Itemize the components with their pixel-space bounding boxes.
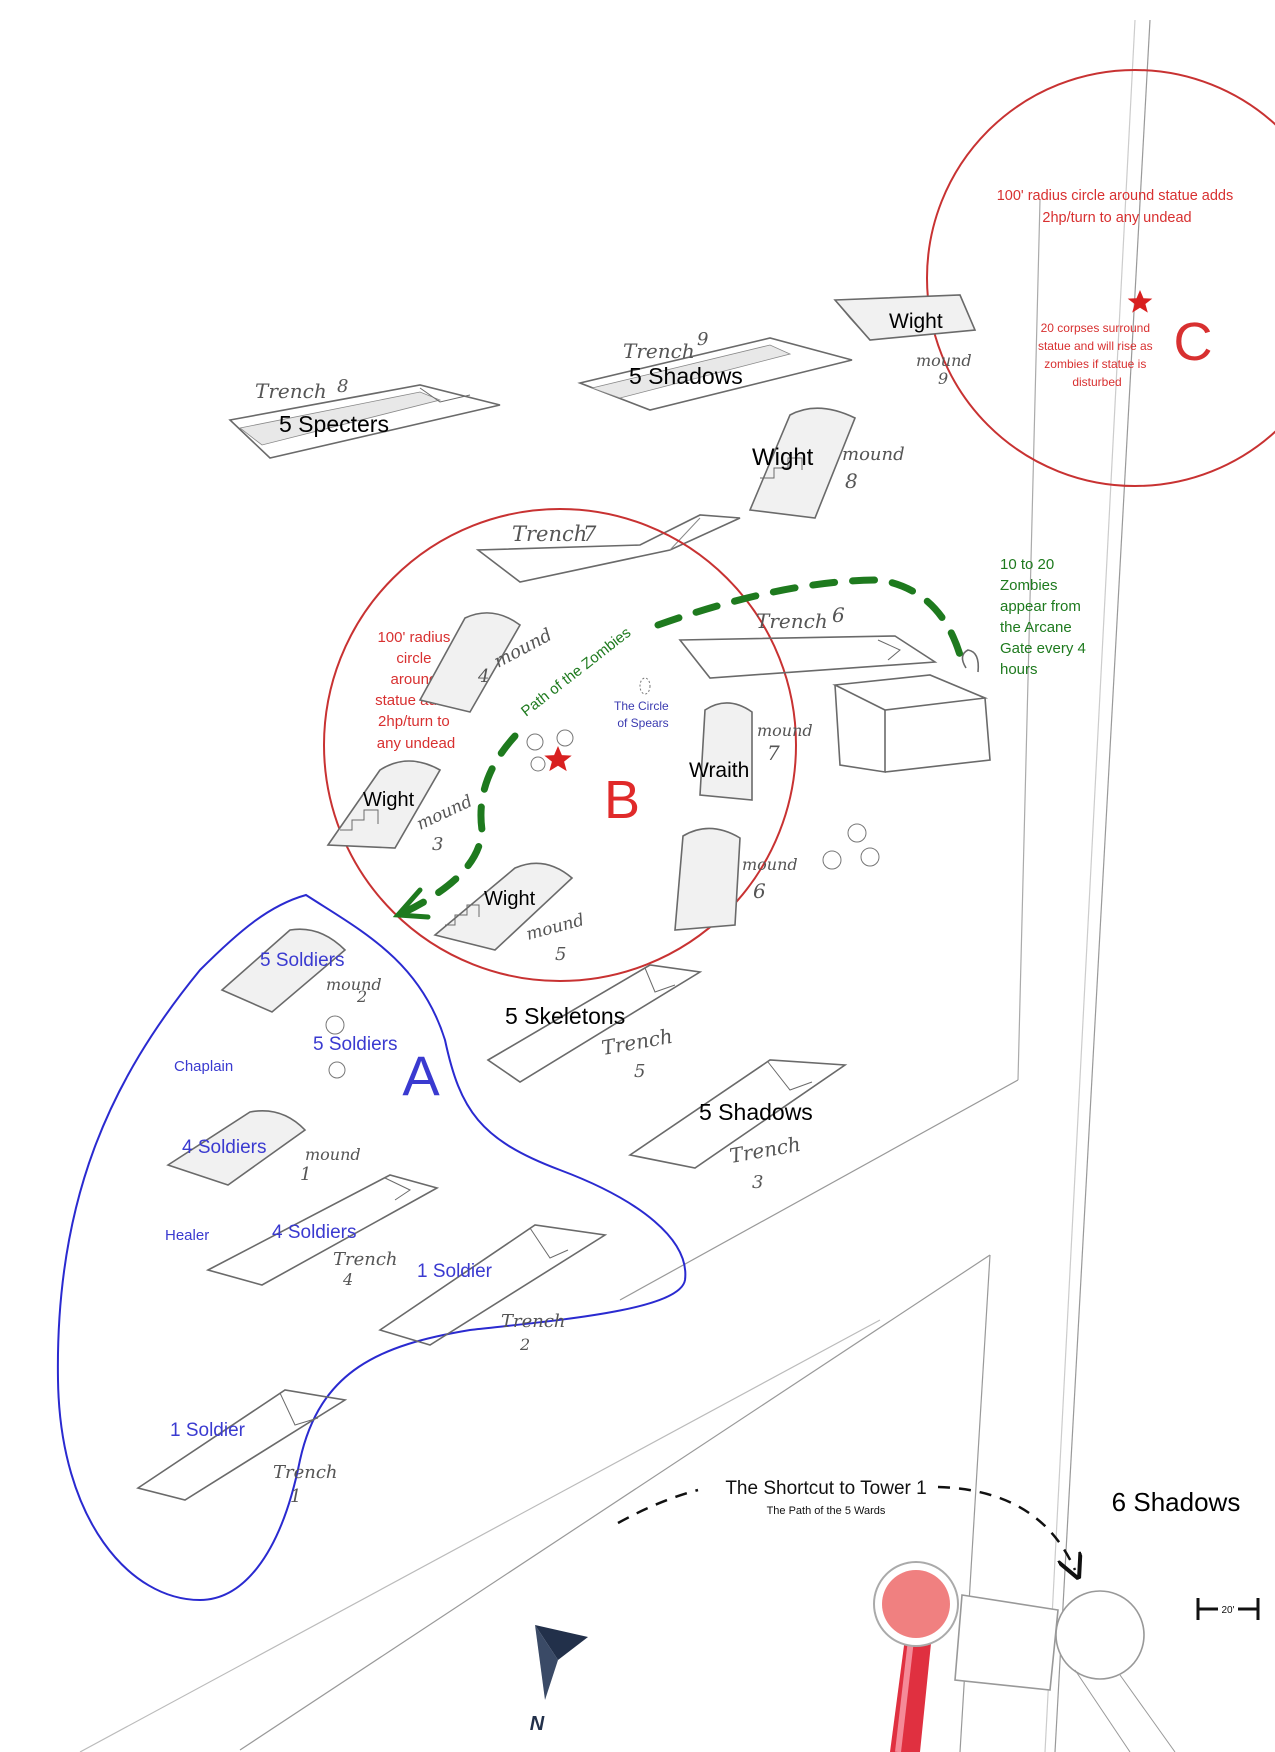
trench-9: Trench 9 5 Shadows	[577, 329, 853, 411]
mound-6: mound 6	[674, 827, 798, 931]
chaplain-label: Chaplain	[174, 1058, 233, 1075]
trench-6-label: Trench	[756, 609, 828, 633]
mound-2-number: 2	[356, 987, 367, 1006]
compass-label: N	[530, 1713, 545, 1735]
zombies-spawn-note: 10 to 20 Zombies appear from the Arcane …	[1000, 556, 1090, 678]
trench-8-number: 8	[337, 376, 348, 397]
statue-star-b	[544, 746, 572, 772]
zone-a-boundary	[56, 893, 687, 1602]
shield-markers	[325, 1015, 346, 1079]
mound-8: Wight mound 8	[748, 407, 905, 519]
trench-3-number: 3	[752, 1172, 763, 1193]
mound-1: 4 Soldiers mound 1	[166, 1110, 361, 1186]
mound-6-label: mound	[742, 855, 798, 874]
mound-5-label: mound	[524, 910, 586, 945]
zombie-path-top	[654, 576, 964, 659]
extra-soldiers-label: 5 Soldiers	[313, 1034, 398, 1055]
trench-1-occupants: 1 Soldier	[170, 1420, 246, 1441]
compass-icon	[535, 1625, 588, 1700]
zone-b-circle	[323, 508, 797, 982]
tower-shadows-label: 6 Shadows	[1112, 1487, 1241, 1517]
zone-c-circle	[926, 69, 1275, 487]
mound-8-occupants: Wight	[752, 444, 814, 471]
arcane-gate-building	[832, 649, 991, 773]
trench-2-occupants: 1 Soldier	[417, 1261, 493, 1282]
mound-7-label: mound	[757, 721, 813, 740]
trench-4-label: Trench	[333, 1249, 398, 1270]
zombie-path-arrowhead-icon	[392, 887, 431, 920]
mound-9-occupants: Wight	[889, 310, 943, 333]
trench-8: Trench 8 5 Specters	[228, 376, 501, 459]
mound-3-number: 3	[432, 834, 443, 855]
trench-8-label: Trench	[255, 379, 327, 403]
zone-c-corpses-note: 20 corpses surround statue and will rise…	[1038, 321, 1156, 389]
mound-2-occupants: 5 Soldiers	[260, 950, 345, 971]
trench-5: 5 Skeletons Trench 5	[486, 964, 703, 1083]
trench-1: 1 Soldier Trench 1	[136, 1389, 348, 1507]
mound-8-label: mound	[842, 444, 905, 465]
rubble-stones-east	[822, 823, 880, 870]
rubble-stones	[526, 729, 574, 772]
trench-6-number: 6	[832, 603, 845, 627]
mound-3-occupants: Wight	[363, 789, 415, 811]
scale-bar-label: 20'	[1221, 1605, 1234, 1616]
mound-5-occupants: Wight	[484, 888, 536, 910]
mound-9: Wight mound 9	[833, 294, 977, 388]
mound-1-label: mound	[305, 1145, 361, 1164]
trench-5-label: Trench	[600, 1024, 675, 1060]
zone-a-letter: A	[402, 1044, 440, 1107]
mound-5-number: 5	[555, 944, 566, 965]
trench-3-occupants: 5 Shadows	[699, 1099, 813, 1125]
mound-2-label: mound	[326, 975, 382, 994]
trench-7: Trench 7	[475, 514, 741, 583]
mound-9-number: 9	[938, 369, 948, 388]
trench-4: 4 Soldiers Trench 4	[205, 1174, 440, 1289]
shortcut-path-left	[617, 1488, 699, 1525]
mound-9-label: mound	[916, 351, 972, 370]
mound-4-number: 4	[477, 666, 489, 687]
spear-ring-icon	[639, 677, 651, 695]
shortcut-subtitle: The Path of the 5 Wards	[767, 1505, 886, 1517]
trench-4-number: 4	[342, 1270, 353, 1289]
trench-2-label: Trench	[501, 1311, 566, 1332]
mound-7-occupants: Wraith	[689, 759, 749, 782]
tower-1-room	[1055, 1590, 1145, 1680]
trench-7-label: Trench	[512, 522, 587, 546]
zone-c-note: 100' radius circle around statue adds 2h…	[997, 188, 1238, 226]
trench-5-occupants: 5 Skeletons	[505, 1003, 625, 1029]
trench-3: 5 Shadows Trench 3	[627, 1059, 848, 1193]
trench-8-occupants: 5 Specters	[279, 411, 389, 437]
mound-1-number: 1	[300, 1164, 311, 1185]
mound-7-number: 7	[767, 741, 780, 765]
mound-1-occupants: 4 Soldiers	[182, 1137, 267, 1158]
trench-4-occupants: 4 Soldiers	[272, 1222, 357, 1243]
trench-1-number: 1	[290, 1486, 301, 1507]
zone-b-letter: B	[604, 770, 640, 830]
trench-9-label: Trench	[623, 339, 695, 363]
trench-2-number: 2	[519, 1335, 530, 1354]
mound-8-number: 8	[845, 469, 858, 493]
healer-label: Healer	[165, 1227, 209, 1244]
shortcut-path-right	[937, 1485, 1075, 1570]
trench-2: 1 Soldier Trench 2	[378, 1224, 608, 1354]
trench-9-occupants: 5 Shadows	[629, 363, 743, 389]
shortcut-title: The Shortcut to Tower 1	[725, 1478, 926, 1499]
circle-of-spears-label: The Circle of Spears	[614, 699, 672, 730]
trench-9-number: 9	[697, 329, 708, 350]
mound-7: Wraith mound 7	[689, 702, 813, 801]
trench-1-label: Trench	[273, 1462, 338, 1483]
zombie-path-bottom	[401, 732, 519, 916]
trench-5-number: 5	[634, 1061, 645, 1082]
map-boundaries	[79, 19, 1151, 1752]
statue-star-c	[1127, 290, 1153, 313]
mound-2: 5 Soldiers mound 2	[220, 928, 382, 1013]
mound-3: Wight mound 3	[326, 760, 476, 855]
trench-6: Trench 6	[678, 603, 938, 679]
zone-c-letter: C	[1174, 312, 1213, 372]
trench-7-number: 7	[583, 522, 597, 546]
mound-6-number: 6	[753, 879, 766, 903]
tower-corridor	[873, 1561, 1176, 1752]
